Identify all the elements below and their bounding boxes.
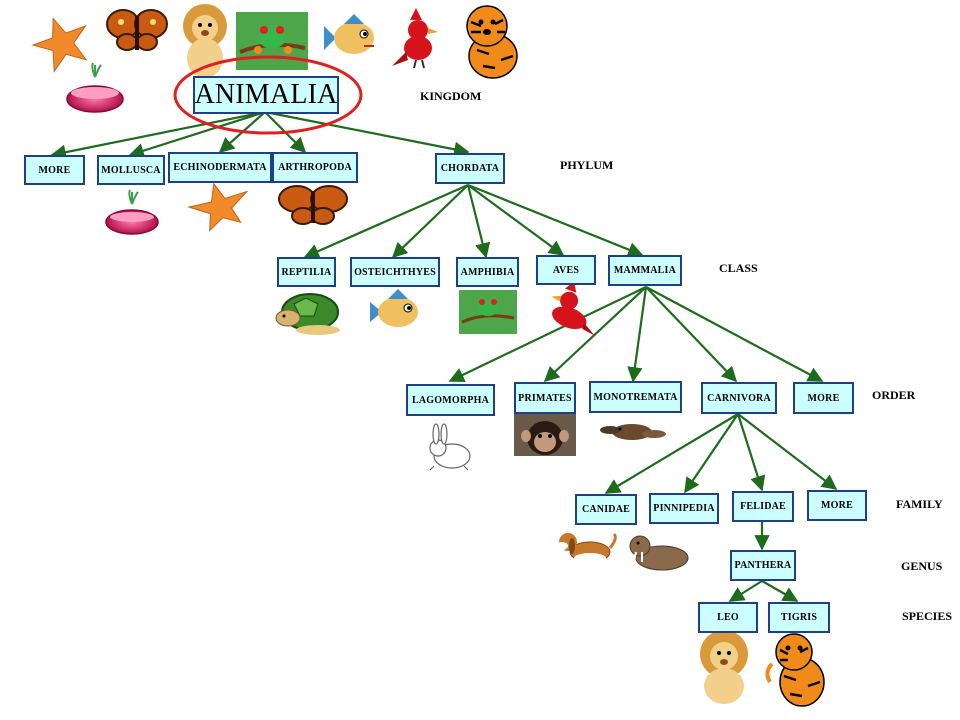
node-panthera: PANTHERA	[730, 550, 796, 581]
lion-icon	[700, 630, 748, 704]
node-echinodermata: ECHINODERMATA	[168, 152, 272, 183]
rank-label-order: ORDER	[872, 388, 916, 402]
connector	[448, 286, 647, 382]
cardinal-icon	[392, 8, 438, 69]
node-aves: AVES	[536, 255, 596, 285]
rank-label-phylum: PHYLUM	[560, 158, 614, 172]
sea-anemone-icon	[66, 62, 124, 113]
connector	[303, 183, 469, 259]
cardinal-icon	[551, 281, 595, 336]
connector	[761, 580, 799, 602]
connector	[466, 184, 491, 259]
connector	[543, 286, 647, 383]
connector	[50, 110, 266, 160]
node-order-more: MORE	[793, 382, 854, 414]
node-canidae: CANIDAE	[575, 494, 637, 525]
turtle-icon	[275, 293, 340, 335]
fish-icon	[324, 14, 374, 54]
node-animalia: ANIMALIA	[193, 76, 339, 114]
tiger-icon	[765, 633, 825, 707]
lion-icon	[183, 4, 227, 78]
node-reptilia: REPTILIA	[277, 257, 336, 287]
rank-label-class: CLASS	[719, 261, 758, 275]
tiger-icon	[466, 5, 518, 79]
frog-icon	[236, 12, 308, 70]
connector	[737, 413, 838, 490]
node-pinnipedia: PINNIPEDIA	[649, 493, 719, 524]
connector	[728, 580, 763, 602]
fish-icon	[370, 289, 418, 327]
starfish-icon	[31, 17, 88, 73]
connector	[684, 413, 739, 494]
node-lagomorpha: LAGOMORPHA	[406, 384, 495, 416]
node-carnivora: CARNIVORA	[701, 382, 777, 414]
node-felidae: FELIDAE	[732, 491, 794, 522]
connector	[645, 286, 738, 383]
connector	[467, 184, 565, 256]
node-chordata: CHORDATA	[435, 153, 505, 184]
node-arthropoda: ARTHROPODA	[272, 152, 358, 183]
platypus-icon	[600, 424, 666, 440]
frog-icon	[459, 290, 517, 334]
connectors	[50, 110, 838, 602]
connector	[264, 110, 470, 157]
node-family-more: MORE	[807, 490, 867, 521]
node-osteichthyes: OSTEICHTHYES	[350, 257, 440, 287]
highlight-ring	[173, 55, 363, 135]
node-monotremata: MONOTREMATA	[589, 381, 682, 413]
connector	[128, 110, 266, 159]
chimpanzee-icon	[514, 414, 576, 456]
beagle-icon	[556, 532, 617, 574]
node-tigris: TIGRIS	[768, 602, 830, 633]
node-mammalia: MAMMALIA	[608, 255, 682, 286]
node-amphibia: AMPHIBIA	[456, 257, 519, 287]
connector	[645, 286, 824, 382]
connector	[627, 286, 648, 383]
butterfly-icon	[278, 185, 348, 225]
connector	[604, 413, 739, 494]
node-mollusca: MOLLUSCA	[97, 155, 165, 185]
rank-label-genus: GENUS	[901, 559, 943, 573]
connector	[391, 184, 469, 259]
rank-label-family: FAMILY	[896, 497, 943, 511]
walrus-icon	[629, 535, 689, 571]
rank-label-kingdom: KINGDOM	[420, 89, 482, 103]
rabbit-icon	[429, 423, 471, 471]
rank-label-species: SPECIES	[902, 609, 953, 623]
connector	[736, 413, 766, 492]
connector	[467, 183, 644, 257]
butterfly-icon	[106, 9, 168, 51]
node-primates: PRIMATES	[514, 382, 576, 414]
node-leo: LEO	[698, 602, 758, 633]
node-phylum-more: MORE	[24, 155, 85, 185]
sea-anemone-icon	[105, 189, 159, 235]
starfish-icon	[187, 182, 249, 232]
